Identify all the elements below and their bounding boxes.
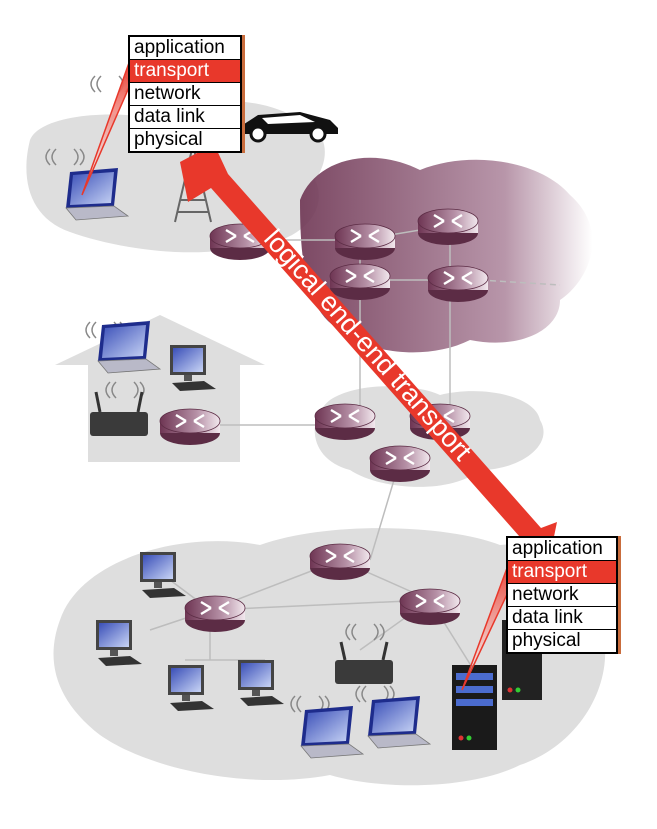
layer-data-link: data link (508, 607, 616, 630)
protocol-stack-receiver: application transport network data link … (506, 536, 618, 654)
layer-data-link: data link (130, 106, 240, 129)
layer-transport: transport (130, 60, 240, 83)
router-icon (398, 587, 462, 627)
layer-application: application (508, 538, 616, 561)
router-icon (368, 444, 432, 484)
router-icon (313, 402, 377, 442)
layer-application: application (130, 37, 240, 60)
router-icon (333, 222, 397, 262)
protocol-stack-sender: application transport network data link … (128, 35, 242, 153)
layer-network: network (130, 83, 240, 106)
wireless-router-icon (90, 391, 148, 436)
router-icon (183, 594, 247, 634)
wireless-router-icon (335, 641, 393, 684)
server-icon (452, 665, 497, 750)
router-icon (416, 207, 480, 247)
layer-network: network (508, 584, 616, 607)
car-icon (238, 112, 338, 143)
isp-cloud (300, 157, 593, 353)
router-icon (426, 264, 490, 304)
logical-transport-arrow (180, 144, 557, 556)
layer-physical: physical (512, 630, 581, 651)
router-icon (308, 542, 372, 582)
house-icon (55, 315, 265, 462)
layer-physical: physical (134, 129, 203, 150)
router-icon (158, 407, 222, 447)
layer-transport: transport (508, 561, 616, 584)
